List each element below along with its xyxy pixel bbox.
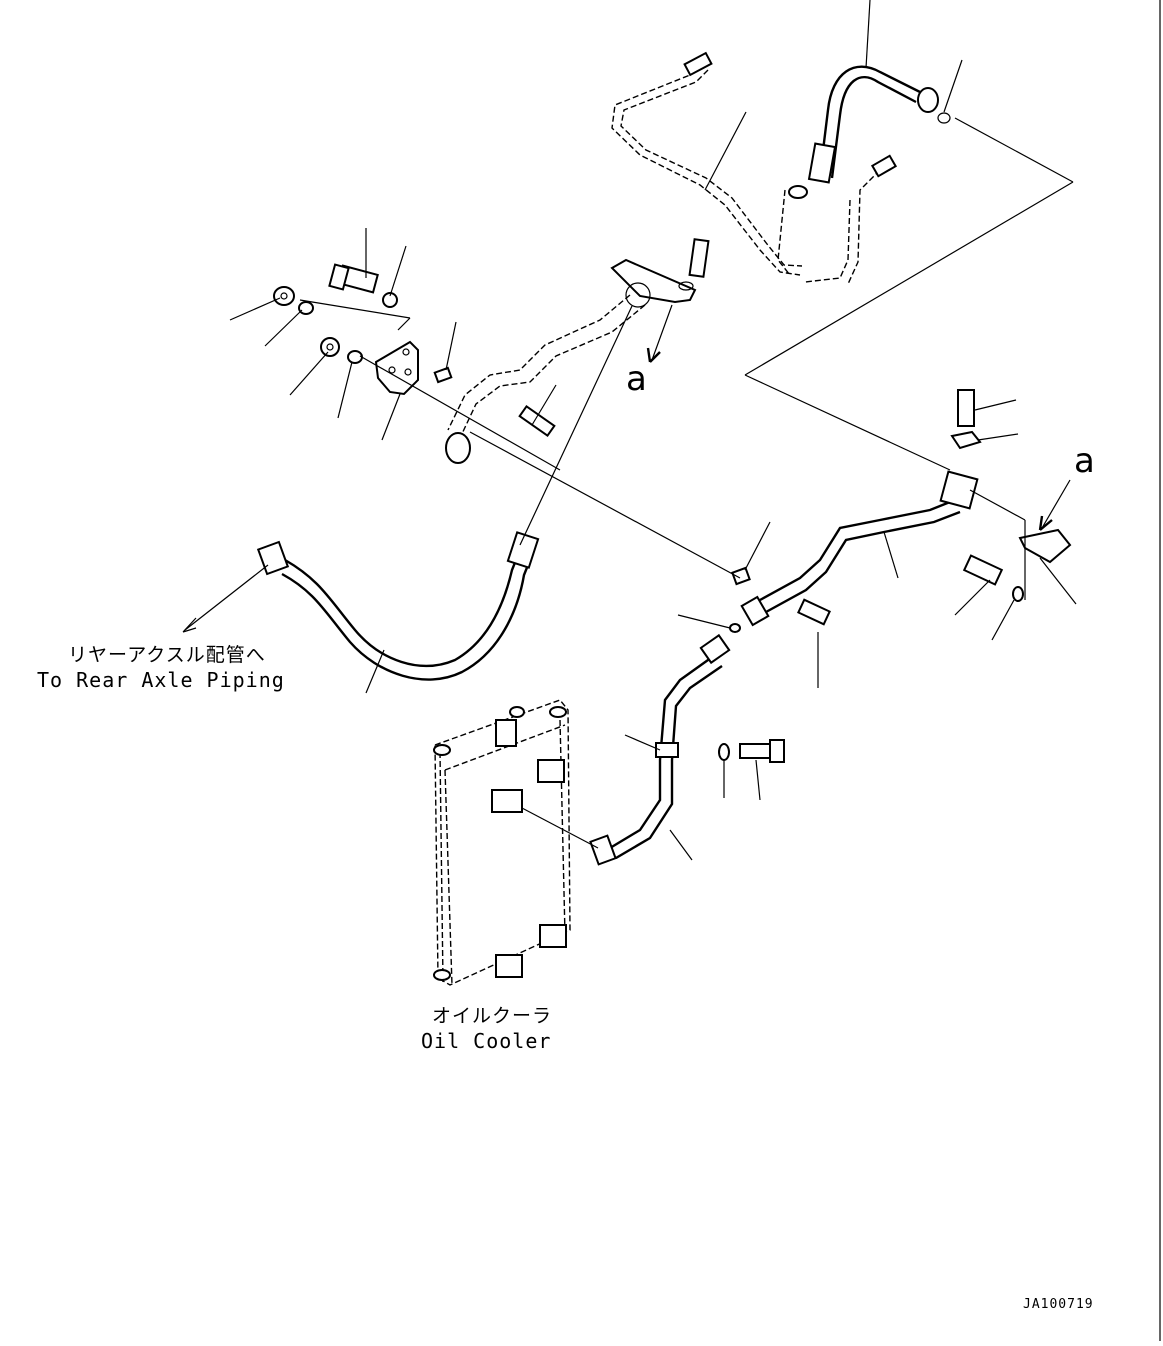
reference-tube-dashed [611,51,803,276]
middle-tube-dashed [445,111,747,464]
oil-cooler [433,699,599,986]
top-left-hardware [229,228,561,471]
rear-axle-hose [182,305,633,694]
view-a-callout-right: a [1074,441,1095,481]
right-tube [469,0,1077,688]
oil-cooler-label-jp: オイルクーラ [432,1005,553,1027]
upper-hose [777,65,951,285]
rear-axle-label-jp: リヤーアクスル配管へ [68,644,266,666]
rear-axle-label-en: To Rear Axle Piping [37,668,285,692]
view-a-callout-top: a [626,359,647,399]
drawing-code: JA100719 [1023,1297,1094,1312]
oil-cooler-label-en: Oil Cooler [421,1029,552,1053]
cooler-hose [589,633,785,866]
